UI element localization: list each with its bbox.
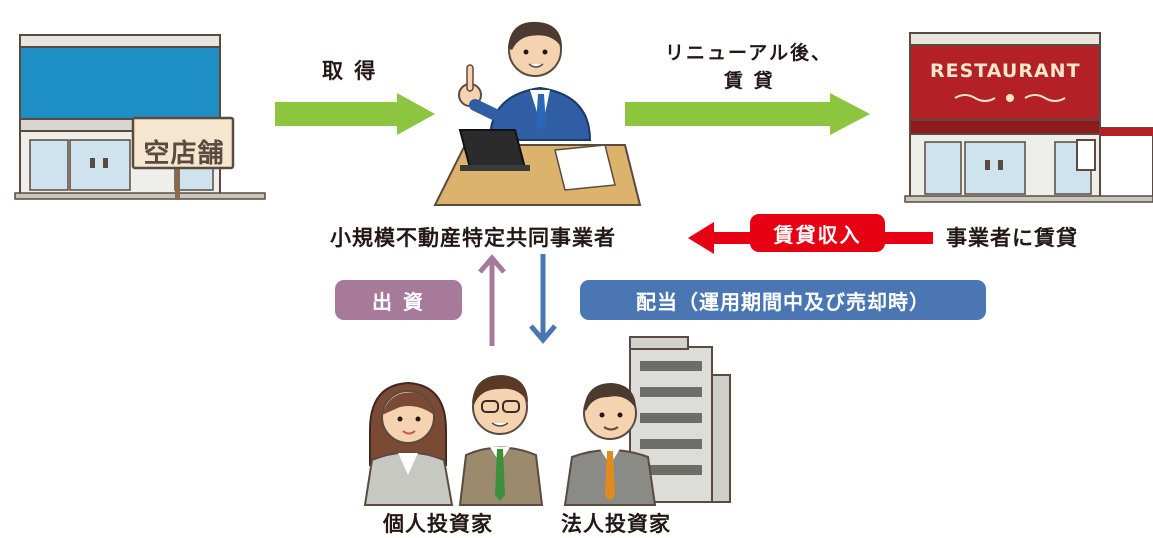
dividend-label: 配当（運用期間中及び売却時） bbox=[636, 289, 930, 314]
renovate-arrow bbox=[625, 93, 870, 135]
vacant-store-illustration bbox=[14, 34, 266, 200]
restaurant-sign: RESTAURANT bbox=[930, 60, 1081, 82]
vacant-store-sign-text: 空店舗 bbox=[143, 139, 225, 169]
tenant-label: 事業者に賃貸 bbox=[946, 226, 1078, 250]
restaurant-illustration bbox=[904, 32, 1153, 203]
dividend-badge: 配当（運用期間中及び売却時） bbox=[580, 280, 986, 320]
individual-investors-illustration bbox=[363, 375, 544, 506]
investment-badge: 出 資 bbox=[335, 280, 462, 320]
operator-label: 小規模不動産特定共同事業者 bbox=[330, 226, 616, 250]
individual-investor-label: 個人投資家 bbox=[383, 512, 493, 536]
renovate-label-line2: 賃 貸 bbox=[724, 70, 775, 92]
corporate-investor-label: 法人投資家 bbox=[561, 512, 671, 536]
renovate-label-line1: リニューアル後、 bbox=[665, 42, 833, 64]
rental-income-badge: 賃貸収入 bbox=[750, 214, 885, 252]
investment-arrow bbox=[478, 254, 506, 346]
corporate-investor-illustration bbox=[563, 336, 731, 506]
operator-illustration bbox=[433, 21, 642, 206]
investment-label: 出 資 bbox=[372, 289, 425, 314]
acquire-label: 取 得 bbox=[322, 59, 378, 83]
rental-income-label: 賃貸収入 bbox=[773, 222, 862, 247]
dividend-arrow bbox=[529, 254, 557, 344]
vacant-store-sign: 空店舗 bbox=[136, 133, 232, 170]
acquire-arrow bbox=[275, 93, 435, 135]
